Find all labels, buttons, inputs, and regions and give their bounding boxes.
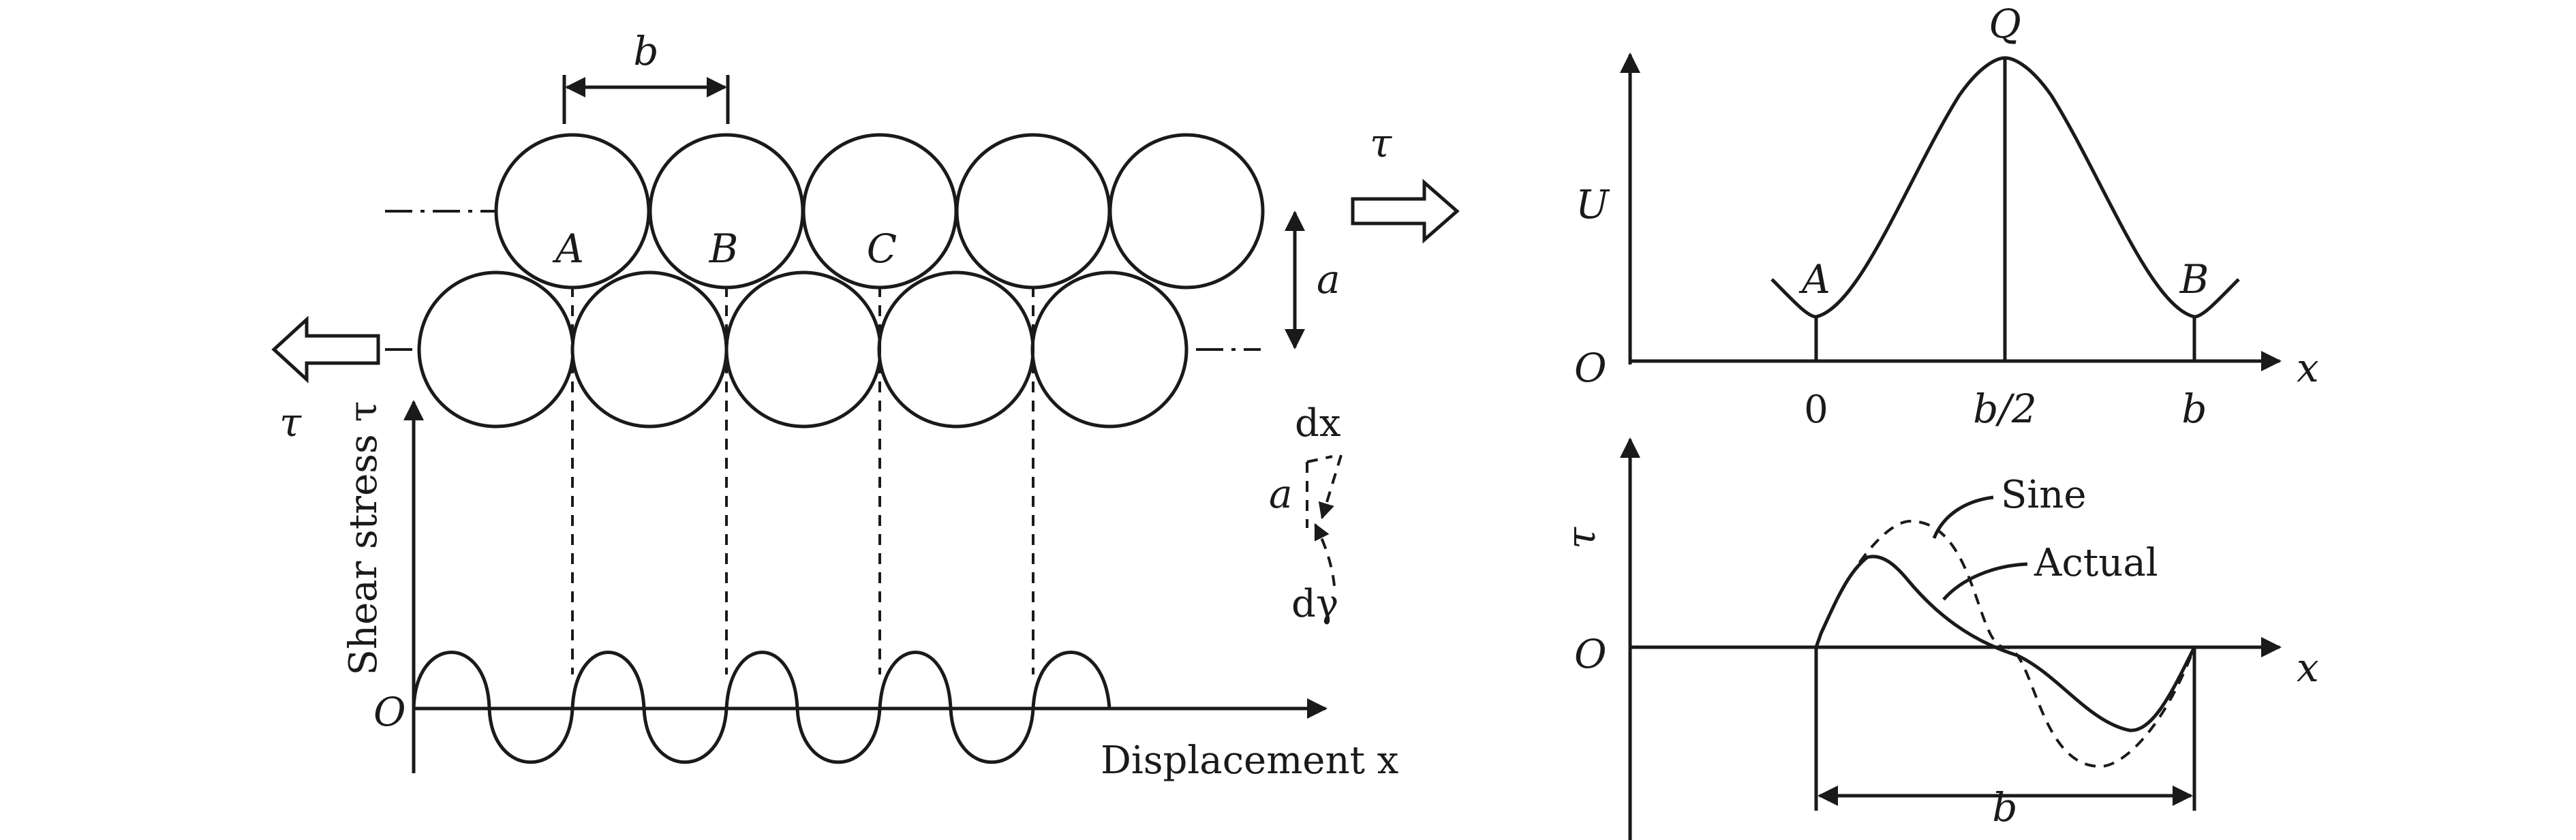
shear-tau-right-label: τ	[1370, 120, 1392, 166]
stress-plot-xlabel: x	[2297, 644, 2319, 691]
energy-plot-origin: O	[1574, 345, 1607, 391]
stress-plot: O τ x b Sine Actual	[1558, 437, 2319, 840]
legend-actual-leader	[1942, 562, 2028, 601]
sine-curve	[1815, 519, 2196, 768]
energy-point-Q: Q	[1989, 1, 2021, 47]
legend-actual-label: Actual	[2034, 541, 2158, 585]
upper-atom-5	[1108, 133, 1265, 290]
position-B-label: B	[709, 225, 739, 272]
energy-tick-0: 0	[1804, 388, 1828, 432]
a-spacing-label: a	[1317, 256, 1340, 302]
upper-atom-4	[955, 133, 1111, 290]
stress-span-label: b	[1992, 784, 2017, 830]
shear-arrow-right	[1351, 178, 1460, 244]
energy-tick-half: b/2	[1973, 386, 2037, 432]
b-spacing-label: b	[633, 28, 658, 74]
strain-inset: dx a dγ	[1269, 401, 1343, 626]
inset-dx-label: dx	[1295, 401, 1340, 446]
lower-atom-3	[724, 270, 883, 429]
shear-tau-left-label: τ	[279, 399, 302, 446]
atomic-layers: b a A B C τ τ	[271, 28, 1460, 674]
energy-plot-xlabel: x	[2297, 345, 2319, 391]
lower-atom-4	[877, 270, 1035, 429]
inset-top-dash	[1306, 455, 1333, 463]
inset-slant-dash	[1318, 454, 1343, 520]
legend-sine-label: Sine	[2001, 473, 2086, 517]
stress-plot-origin: O	[1574, 631, 1607, 677]
inset-dgamma-label: dγ	[1291, 582, 1338, 626]
lower-atom-1	[417, 270, 575, 429]
position-C-label: C	[867, 225, 897, 272]
shear-plot-xlabel: Displacement x	[1101, 738, 1398, 783]
lower-atom-2	[570, 270, 729, 429]
inset-a-label: a	[1269, 471, 1293, 517]
actual-curve	[1814, 555, 2196, 732]
energy-plot-ylabel: U	[1576, 181, 1610, 228]
shear-stress-wave	[412, 651, 1111, 764]
shear-arrow-left	[271, 315, 380, 384]
inset-gamma-dash	[1314, 523, 1336, 587]
position-A-label: A	[552, 225, 584, 272]
shear-stress-plot: O Shear stress τ Displacement x	[341, 400, 1398, 783]
lower-atom-5	[1030, 270, 1189, 429]
energy-point-B: B	[2179, 256, 2209, 302]
energy-tick-b: b	[2181, 386, 2207, 432]
energy-plot: O U x A Q B 0 b/2 b	[1574, 1, 2319, 432]
shear-plot-origin: O	[373, 689, 406, 735]
legend-sine-leader	[1932, 495, 1994, 539]
shear-plot-ylabel: Shear stress τ	[341, 401, 386, 676]
energy-point-A: A	[1798, 256, 1830, 302]
stress-plot-ylabel: τ	[1558, 527, 1604, 549]
